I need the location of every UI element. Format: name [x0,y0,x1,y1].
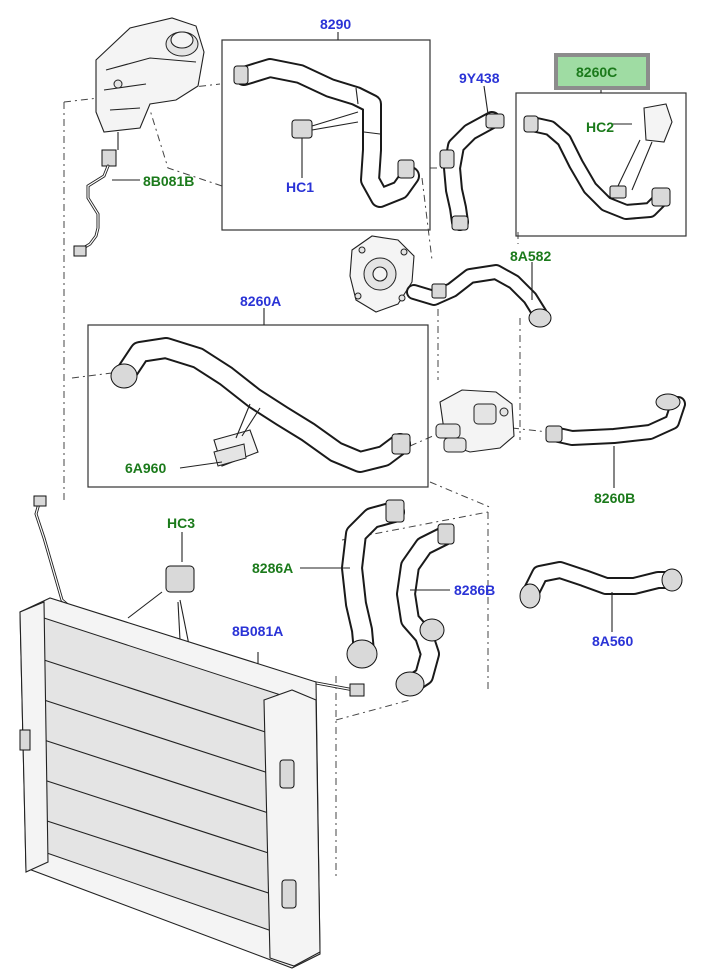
radiator [19,597,321,969]
label-8286a: 8286A [252,560,293,576]
hose-8286a [341,499,405,669]
hose-clip-hc1 [291,111,359,178]
label-hc1: HC1 [286,179,314,195]
label-6a960: 6A960 [125,460,166,476]
coolant-expansion-tank [95,17,205,167]
water-pump-housing [349,235,415,313]
thermostat-housing [435,389,515,453]
hose-9y438 [439,111,505,231]
highlight-box-8260c [554,53,650,90]
label-8260a: 8260A [240,293,281,309]
label-8260b: 8260B [594,490,635,506]
hose-8260a [110,337,411,473]
hose-8290 [233,58,420,208]
hose-8260c [523,103,673,220]
frame-8260a [87,324,429,488]
label-8290: 8290 [320,16,351,32]
sensor-harness-8b081b [73,164,110,257]
hose-8260b [545,393,686,446]
hose-8a560 [519,561,683,609]
label-8b081b: 8B081B [143,173,194,189]
label-8b081a: 8B081A [232,623,283,639]
frame-8290 [221,39,431,231]
label-8a582: 8A582 [510,248,551,264]
hose-8a582 [406,264,552,328]
label-hc2: HC2 [586,119,614,135]
bracket-6a960 [213,403,261,467]
label-9y438: 9Y438 [459,70,500,86]
label-hc3: HC3 [167,515,195,531]
hose-8286b [395,523,455,697]
label-8286b: 8286B [454,582,495,598]
label-leaders [112,32,632,632]
label-8a560: 8A560 [592,633,633,649]
label-8260c: 8260C [576,64,617,80]
